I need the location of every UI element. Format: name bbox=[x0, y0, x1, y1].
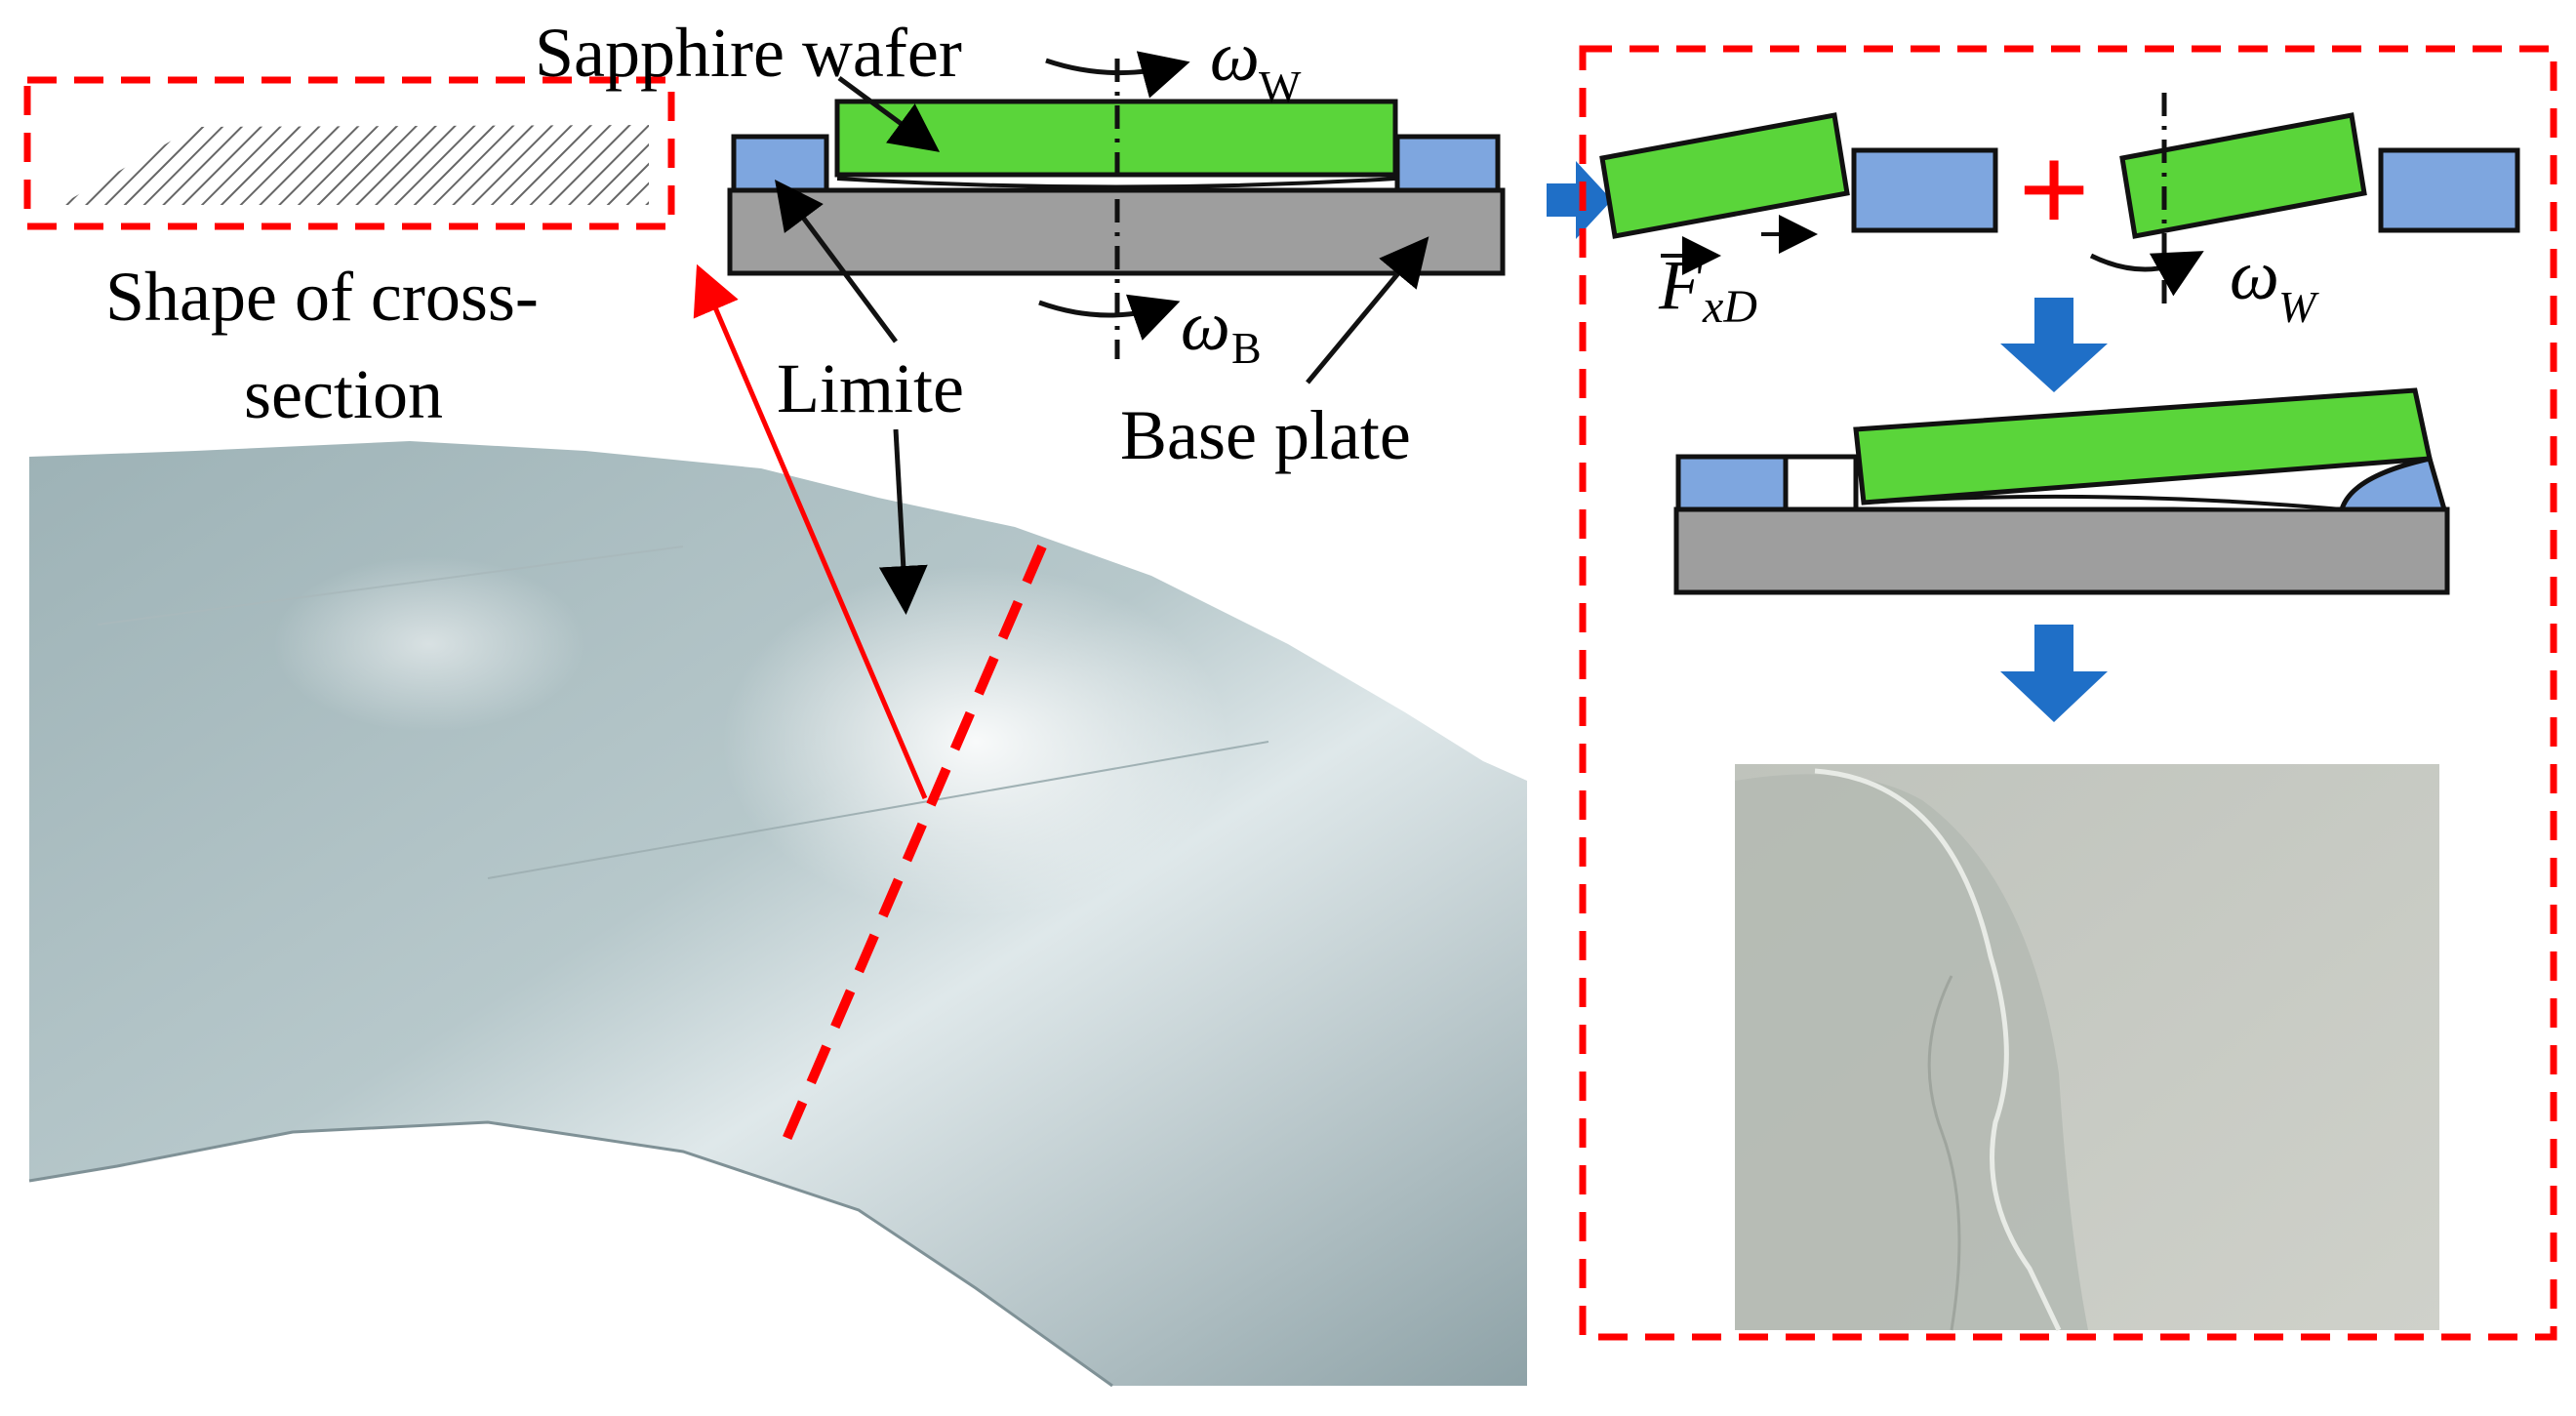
omega-b-subscript: B bbox=[1231, 323, 1262, 373]
flow-arrow-down-1 bbox=[2000, 298, 2108, 392]
omega-w2-subscript: W bbox=[2278, 282, 2319, 332]
main-schematic bbox=[727, 51, 1506, 359]
shape-label-line1: Shape of cross- bbox=[105, 258, 539, 336]
omega-b-arrow bbox=[1038, 294, 1181, 341]
omega-w-symbol: ω bbox=[1210, 18, 1260, 96]
base-plate-label: Base plate bbox=[1120, 396, 1411, 474]
right-panel-frame bbox=[1579, 45, 2557, 1341]
omega-b-symbol: ω bbox=[1181, 287, 1230, 365]
limite-pointer-up bbox=[775, 179, 899, 344]
tilted-wafer-group-right bbox=[2089, 93, 2520, 312]
limite-pointer-down bbox=[878, 428, 928, 615]
base-plate-pointer bbox=[1306, 236, 1429, 384]
cross-section-pointer bbox=[693, 263, 928, 799]
section-cut-line bbox=[781, 545, 1047, 1144]
cross-section-shape bbox=[60, 125, 649, 205]
ring-photo bbox=[28, 441, 1527, 1388]
flow-arrow-down-2 bbox=[2000, 625, 2108, 722]
left-limiter bbox=[731, 134, 829, 193]
omega-w-arrow bbox=[1045, 51, 1190, 99]
omega-w-subscript: W bbox=[1259, 61, 1302, 111]
jammed-wafer-schematic bbox=[1673, 387, 2450, 595]
limite-label: Limite bbox=[777, 349, 964, 427]
shape-label-line2: section bbox=[244, 355, 443, 433]
force-subscript: xD bbox=[1702, 281, 1757, 333]
broken-wafer-photo bbox=[1735, 764, 2439, 1332]
right-limiter bbox=[1394, 134, 1501, 193]
plus-sign: + bbox=[2018, 120, 2090, 261]
cross-section-frame bbox=[23, 76, 675, 230]
sapphire-wafer-label: Sapphire wafer bbox=[535, 14, 962, 92]
omega-w2-symbol: ω bbox=[2230, 236, 2279, 314]
sapphire-wafer-pointer bbox=[837, 75, 941, 152]
tilted-wafer-group-left bbox=[1599, 112, 1998, 254]
